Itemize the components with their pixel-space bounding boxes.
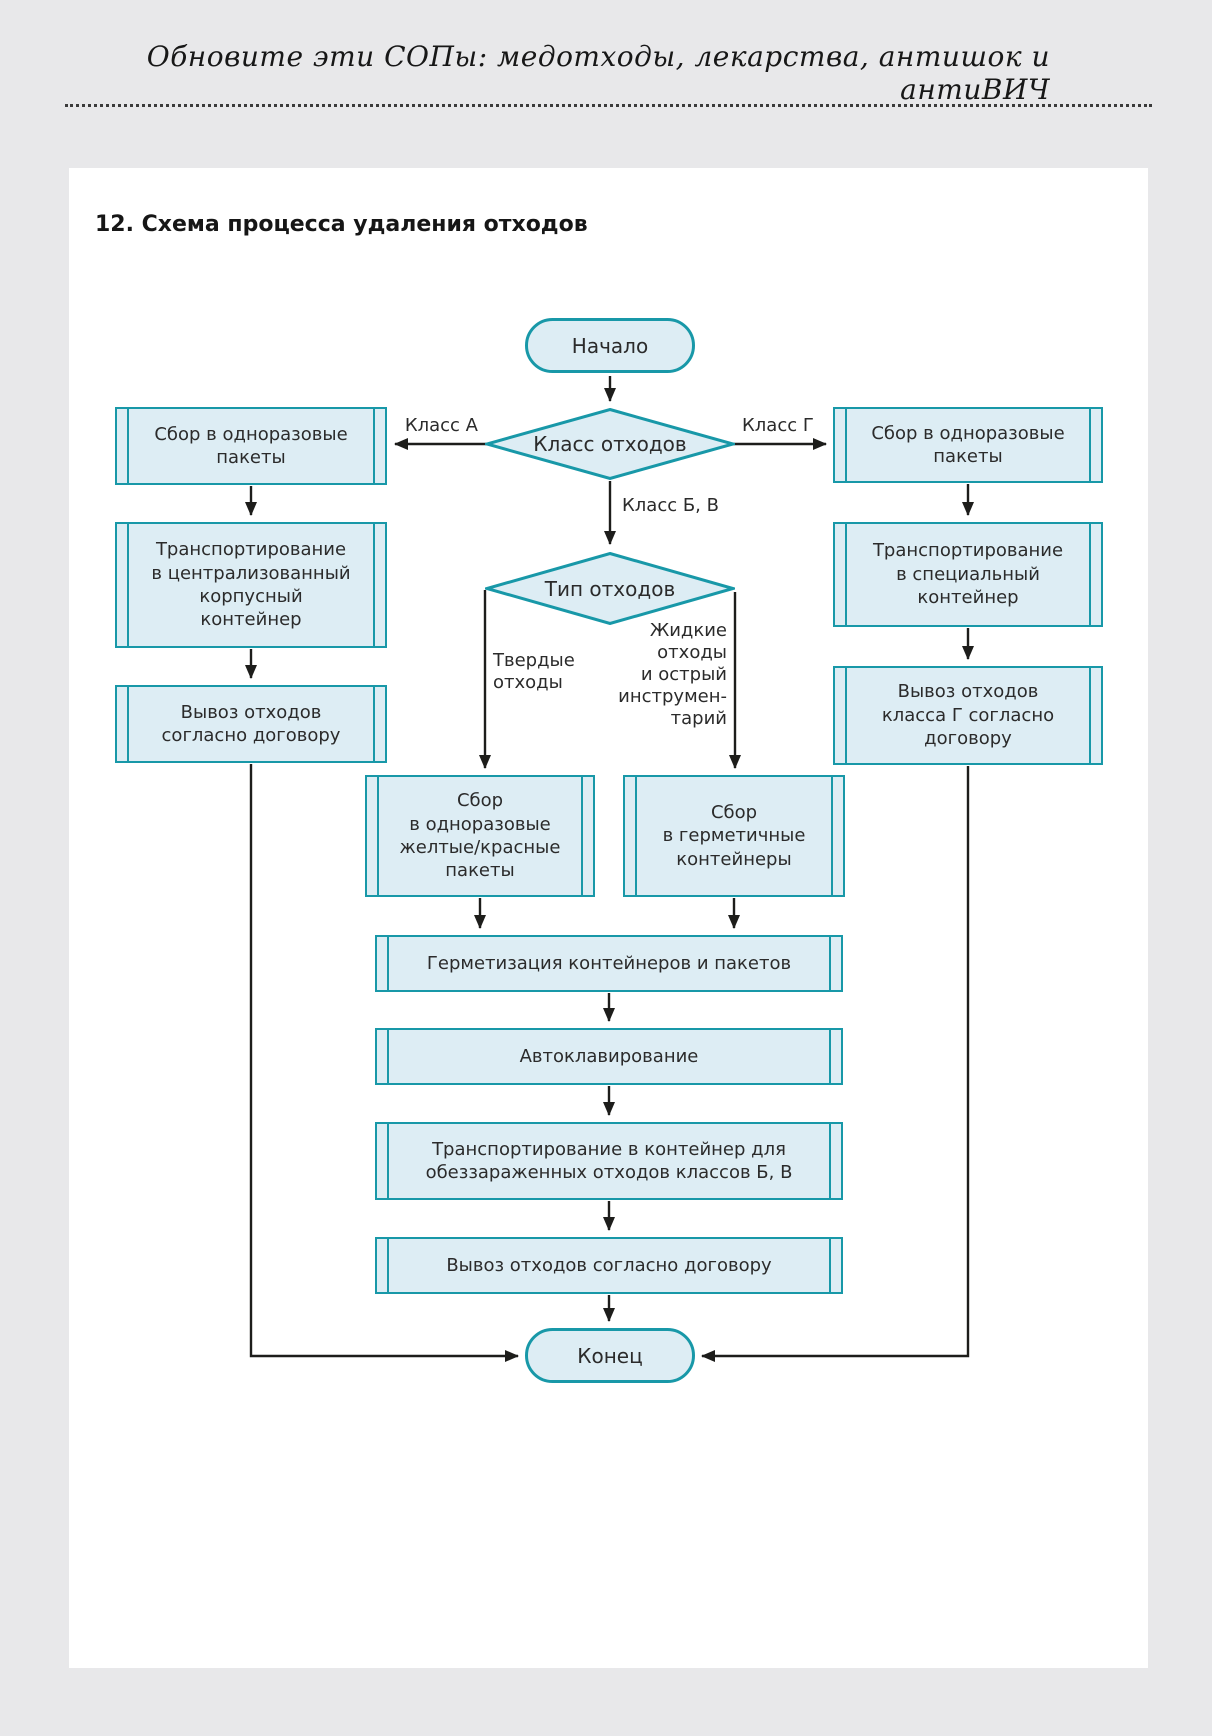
branch-label-liquid-waste: Жидкие отходы и острый инструмен- тарий [618, 620, 727, 729]
process-label: Транспортирование в контейнер для обезза… [425, 1138, 793, 1183]
diamond-shape [485, 408, 735, 480]
process-label: Вывоз отходов согласно договору [446, 1254, 772, 1276]
process-collect-sealed-containers: Сбор в герметичные контейнеры [623, 775, 845, 897]
decision-waste-type: Тип отходов [485, 552, 735, 625]
process-transport-special-container: Транспортирование в специальный контейне… [833, 522, 1103, 627]
process-removal-by-contract-left: Вывоз отходов согласно договору [115, 685, 387, 763]
process-label: Сбор в герметичные контейнеры [662, 801, 806, 870]
process-removal-by-contract-bv: Вывоз отходов согласно договору [375, 1237, 843, 1294]
process-seal-containers-bags: Герметизация контейнеров и пакетов [375, 935, 843, 992]
terminator-end: Конец [525, 1328, 695, 1383]
page-header-slogan: Обновите эти СОПы: медотходы, лекарства,… [146, 40, 1050, 106]
terminator-start-label: Начало [571, 333, 649, 358]
decision-waste-class-label: Класс отходов [533, 432, 687, 456]
decision-waste-type-label: Тип отходов [544, 576, 676, 601]
process-collect-disposable-bags-left: Сбор в одноразовые пакеты [115, 407, 387, 485]
process-label: Вывоз отходов класса Г согласно договору [881, 681, 1055, 750]
process-transport-decontaminated-bv: Транспортирование в контейнер для обезза… [375, 1122, 843, 1200]
process-label: Сбор в одноразовые пакеты [871, 422, 1065, 467]
terminator-end-label: Конец [577, 1343, 643, 1368]
process-collect-yellow-red-bags: Сбор в одноразовые желтые/красные пакеты [365, 775, 595, 897]
decision-waste-class: Класс отходов [485, 408, 735, 480]
process-label: Транспортирование в специальный контейне… [872, 540, 1064, 609]
process-label: Транспортирование в централизованный кор… [151, 539, 351, 631]
diamond-shape [485, 552, 735, 625]
process-label: Герметизация контейнеров и пакетов [426, 952, 792, 974]
process-label: Автоклавирование [519, 1045, 699, 1067]
process-label: Вывоз отходов согласно договору [161, 701, 341, 746]
terminator-start: Начало [525, 318, 695, 373]
content-card [69, 168, 1148, 1668]
process-collect-disposable-bags-right: Сбор в одноразовые пакеты [833, 407, 1103, 483]
process-transport-central-container: Транспортирование в централизованный кор… [115, 522, 387, 648]
process-removal-class-g: Вывоз отходов класса Г согласно договору [833, 666, 1103, 765]
dotted-separator [65, 104, 1152, 107]
section-title: 12. Схема процесса удаления отходов [95, 212, 588, 237]
branch-label-class-bv: Класс Б, В [622, 495, 719, 516]
process-autoclaving: Автоклавирование [375, 1028, 843, 1085]
branch-label-solid-waste: Твердые отходы [493, 650, 575, 693]
process-label: Сбор в одноразовые желтые/красные пакеты [399, 790, 561, 882]
branch-label-class-a: Класс А [404, 415, 478, 436]
process-label: Сбор в одноразовые пакеты [154, 423, 348, 468]
branch-label-class-g: Класс Г [742, 415, 814, 436]
